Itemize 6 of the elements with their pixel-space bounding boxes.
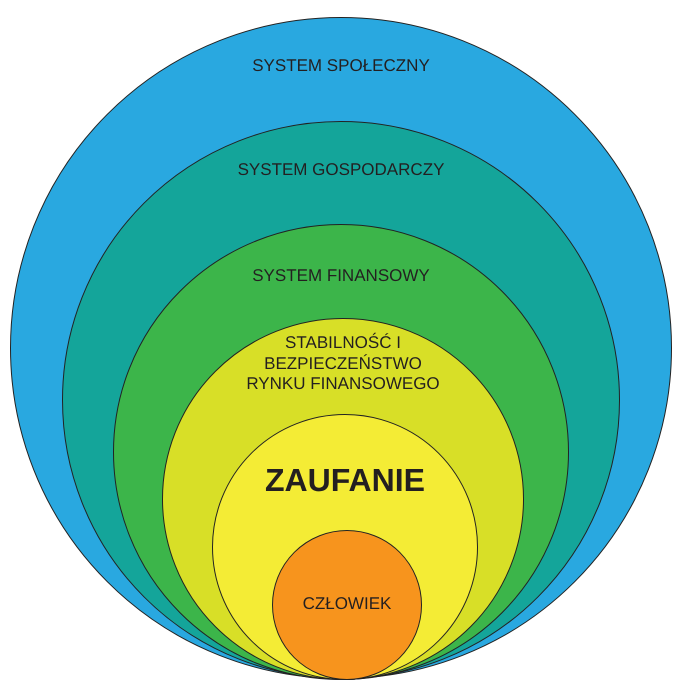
circle-label: SYSTEM FINANSOWY bbox=[251, 266, 431, 287]
circle-label: SYSTEM SPOŁECZNY bbox=[251, 56, 431, 77]
circle-label: CZŁOWIEK bbox=[302, 594, 392, 615]
title-label: ZAUFANIE bbox=[264, 461, 426, 500]
circle-label: STABILNOŚĆ I BEZPIECZEŃSTWO RYNKU FINANSOWEGO bbox=[245, 333, 441, 396]
circle-label: SYSTEM GOSPODARCZY bbox=[236, 160, 446, 181]
